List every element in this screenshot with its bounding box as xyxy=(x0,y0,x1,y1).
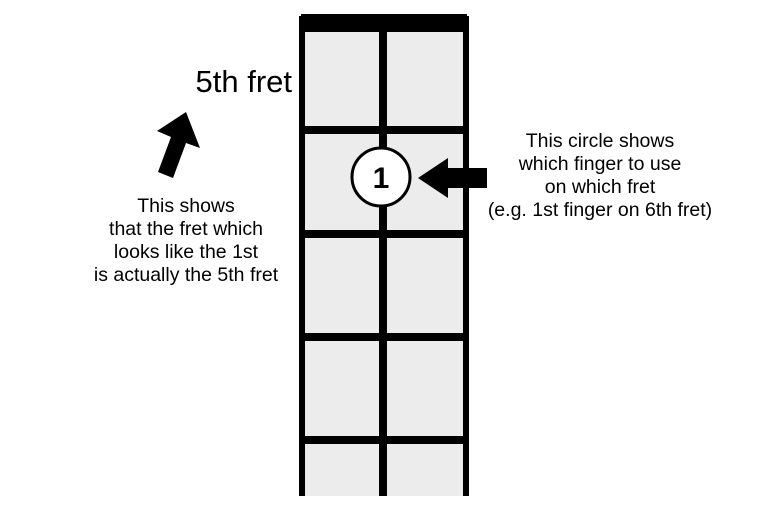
left-note-line-3: looks like the 1st xyxy=(114,241,259,263)
fret-wire-3 xyxy=(299,333,469,341)
arrow-left-icon xyxy=(418,158,487,198)
left-note-line-4: is actually the 5th fret xyxy=(94,264,279,286)
fret-wire-1 xyxy=(299,126,469,134)
right-note-line-3: on which fret xyxy=(545,176,656,198)
arrow-up-right-icon xyxy=(157,112,200,178)
right-note-line-1: This circle shows xyxy=(526,130,675,152)
left-note-line-2: that the fret which xyxy=(109,218,263,240)
right-note: This circle shows which finger to use on… xyxy=(488,130,712,221)
fret-wire-2 xyxy=(299,230,469,238)
string-right xyxy=(463,16,469,496)
finger-marker-label: 1 xyxy=(373,162,390,195)
finger-marker-circle xyxy=(350,146,412,208)
left-note-line-1: This shows xyxy=(137,195,235,217)
fret-position-label: 5th fret xyxy=(196,64,293,99)
fret-wire-4 xyxy=(299,436,469,444)
string-left xyxy=(299,16,305,496)
left-note: This shows that the fret which looks lik… xyxy=(94,195,279,286)
string-middle xyxy=(379,16,387,496)
right-note-line-2: which finger to use xyxy=(518,153,682,175)
right-note-line-4: (e.g. 1st finger on 6th fret) xyxy=(488,199,712,221)
